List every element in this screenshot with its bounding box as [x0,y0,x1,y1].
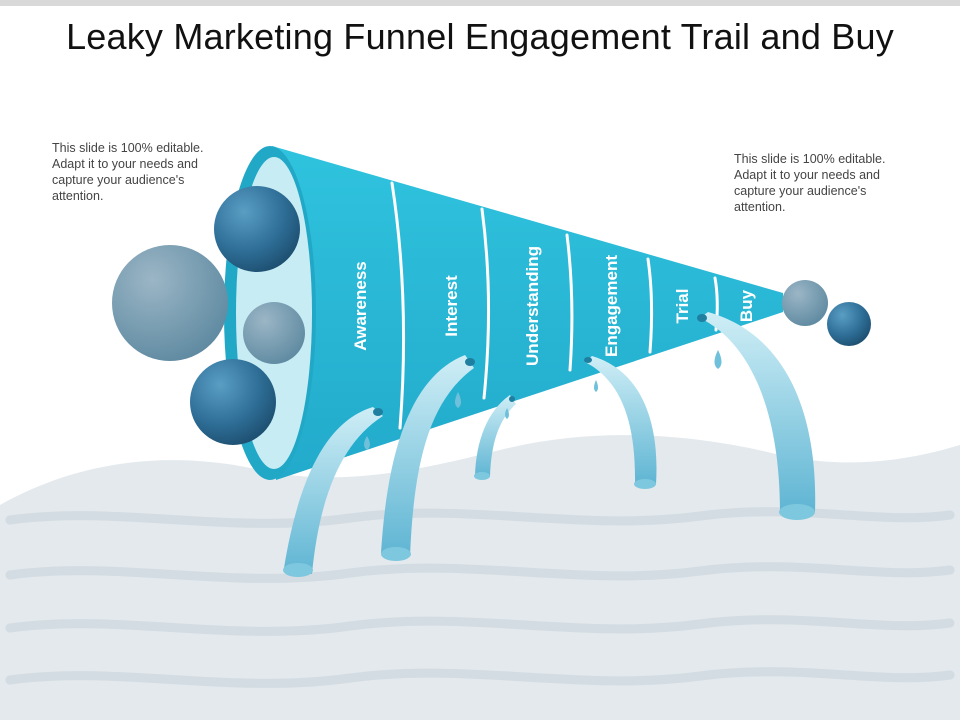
leak-trial [700,312,816,512]
stage-labels: Awareness Interest Understanding Engagem… [351,246,756,366]
slide-title: Leaky Marketing Funnel Engagement Trail … [66,16,894,57]
top-bar [0,0,960,6]
stage-label-engagement: Engagement [602,255,621,357]
ball-exit-dark [827,302,871,346]
leak-engagement [585,356,657,484]
ball-mid-gray [243,302,305,364]
stage-label-trial: Trial [673,289,692,324]
note-right: This slide is 100% editable. Adapt it to… [734,152,886,214]
ball-large-gray [112,245,228,361]
leak-awareness [284,407,383,574]
ball-exit-gray [782,280,828,326]
stage-label-buy: Buy [737,289,756,322]
ground-waves [5,507,955,688]
ball-bottom-dark [190,359,276,445]
stage-label-understanding: Understanding [523,246,542,366]
leak-holes [373,314,707,416]
note-left: This slide is 100% editable. Adapt it to… [52,141,204,203]
stage-label-interest: Interest [442,275,461,337]
water-leaks [283,312,816,577]
water-droplets [364,350,722,450]
funnel-body [272,146,783,480]
leak-interest [381,355,474,556]
stage-label-awareness: Awareness [351,261,370,350]
ground-area [0,435,960,720]
ball-top-dark [214,186,300,272]
